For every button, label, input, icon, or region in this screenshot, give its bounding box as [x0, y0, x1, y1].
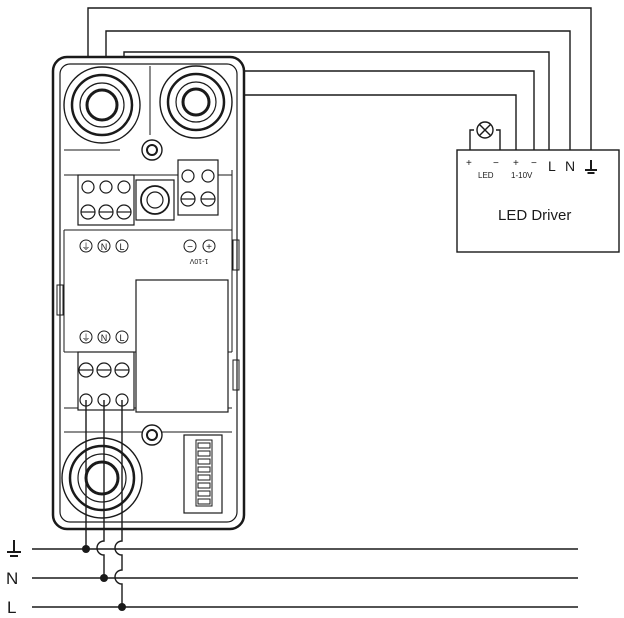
screw-top [141, 139, 163, 161]
driver-led-plus: + [466, 158, 472, 169]
ground-icon [7, 540, 21, 557]
ground-icon [585, 160, 597, 174]
top-symbol-minus: − [187, 242, 193, 253]
driver-l-label: L [548, 158, 556, 174]
top-symbol-n: N [101, 242, 108, 252]
driver-dim-minus: − [531, 158, 537, 169]
bottom-symbol-n: N [101, 333, 108, 343]
top-symbol-plus: + [206, 242, 212, 253]
device-dim-label: 1-10V [189, 257, 208, 264]
driver-led-minus: − [493, 158, 499, 169]
cable-gland-bottom [61, 437, 143, 519]
dip-switch [183, 434, 223, 514]
bottom-symbol-ground: ⏚ [81, 333, 90, 343]
screw-bottom [141, 424, 163, 446]
bottom-mains-symbols: ⏚ N L [79, 330, 129, 344]
cable-gland-top-right [159, 65, 233, 139]
driver-title: LED Driver [498, 207, 571, 224]
bottom-symbol-l: L [119, 333, 124, 343]
mains-lines [32, 548, 578, 608]
terminal-block-dim [177, 159, 219, 216]
led-driver: + − LED + − 1-10V L N LED Driver [456, 149, 620, 253]
top-symbol-ground: ⏚ [81, 242, 90, 252]
internal-module [135, 279, 229, 413]
top-dim-symbols: − + 1-10V [183, 239, 216, 264]
driver-dim-label: 1-10V [511, 171, 533, 180]
mains-l-label: L [7, 598, 16, 617]
cable-gland-top-left [63, 66, 141, 144]
driver-n-label: N [565, 158, 575, 174]
adjust-knob [135, 179, 175, 221]
mains-n-label: N [6, 569, 18, 588]
top-symbol-l: L [119, 242, 124, 252]
driver-dim-plus: + [513, 158, 519, 169]
mains-wires [85, 400, 123, 607]
driver-led-label: LED [478, 171, 494, 180]
terminal-block-mains-top [77, 174, 135, 226]
top-mains-symbols: ⏚ N L [79, 239, 129, 253]
junction-dots [82, 545, 126, 611]
lamp-icon [476, 121, 494, 139]
